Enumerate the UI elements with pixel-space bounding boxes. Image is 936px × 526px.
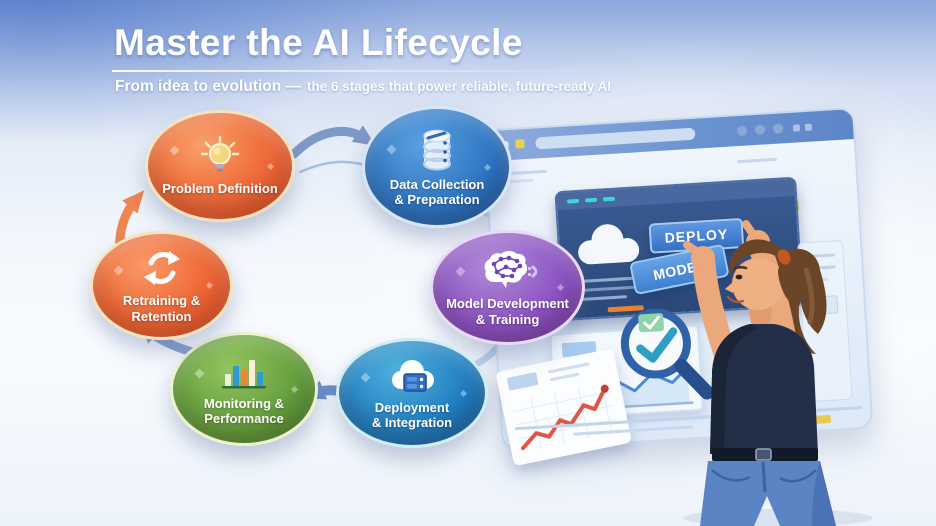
cloud-icon	[578, 224, 640, 265]
belt-buckle	[755, 448, 772, 461]
stage-label: Monitoring & Performance	[196, 396, 292, 427]
stage-label-line: Retraining & Retention	[122, 293, 201, 324]
stage-label-line: & Training	[475, 311, 540, 327]
magnifier-check-icon	[620, 308, 714, 400]
hair-front	[729, 239, 791, 276]
stage-monitoring: Monitoring & Performance	[170, 332, 318, 446]
smile	[726, 295, 745, 304]
topbar-mini-square-icon	[804, 123, 813, 131]
stage-label: Problem Definition	[154, 181, 286, 196]
address-bar	[535, 127, 696, 150]
window-control-dash	[602, 196, 616, 201]
brain-icon	[479, 248, 538, 292]
topbar-dot-icon	[772, 123, 784, 134]
stage-model-development: Model Development & Training	[430, 230, 585, 345]
red-card-line	[549, 372, 580, 382]
stage-label-line: Deployment	[374, 399, 450, 415]
database-icon	[414, 127, 460, 173]
stage-label-line: Data Collection	[389, 176, 485, 192]
tshirt	[710, 324, 818, 454]
red-card-block	[506, 372, 539, 391]
red-card-line	[547, 362, 590, 374]
subtitle-rest: the 6 stages that power reliable, future…	[307, 79, 612, 94]
lightbulb-icon	[196, 135, 244, 177]
monitor-illustration: DEPLOY MODEL	[482, 106, 874, 467]
cycle-arrows-icon	[139, 247, 185, 289]
topbar-mini-square-icon	[792, 124, 801, 132]
window-control-dash	[566, 198, 580, 204]
eye	[735, 274, 743, 280]
page-subtitle: From idea to evolution — the 6 stages th…	[115, 78, 611, 96]
content-line	[736, 157, 777, 164]
stage-label-line: Monitoring &	[203, 395, 285, 411]
stage-retraining: Retraining & Retention	[90, 231, 233, 340]
bar-chart-icon	[219, 352, 269, 392]
stage-label: Deployment & Integration	[364, 400, 460, 431]
stage-label-line: Problem Definition	[162, 181, 278, 197]
topbar-yellow-square-icon	[515, 139, 525, 149]
app-window	[554, 176, 804, 322]
window-control-dash	[584, 197, 598, 203]
stage-deployment: Deployment & Integration	[336, 338, 488, 448]
stage-label-line: & Integration	[371, 415, 453, 430]
topbar-dot-icon	[736, 125, 748, 137]
title-divider	[112, 70, 612, 72]
stage-label: Model Development & Training	[438, 296, 577, 327]
stage-label-line: Performance	[204, 411, 284, 426]
jeans	[700, 461, 836, 526]
head	[732, 258, 784, 310]
app-line	[575, 276, 640, 284]
red-chart-card	[495, 348, 632, 467]
topbar-dot-icon	[754, 124, 766, 136]
stage-data-collection: Data Collection & Preparation	[362, 106, 512, 228]
stage-problem-definition: Problem Definition	[145, 110, 295, 222]
stage-label-line: & Preparation	[394, 192, 480, 207]
subtitle-lead: From idea to evolution —	[115, 78, 302, 95]
page-title: Master the AI Lifecycle	[114, 22, 523, 63]
cloud-server-icon	[384, 356, 440, 396]
stage-label: Data Collection & Preparation	[382, 177, 493, 208]
arrow-problem-to-data	[289, 125, 376, 159]
hair-tie	[777, 249, 791, 265]
stage-label-line: Model Development	[446, 296, 569, 312]
stage-label: Retraining & Retention	[93, 293, 230, 324]
person-illustration	[683, 220, 873, 526]
red-line-chart	[513, 383, 618, 451]
